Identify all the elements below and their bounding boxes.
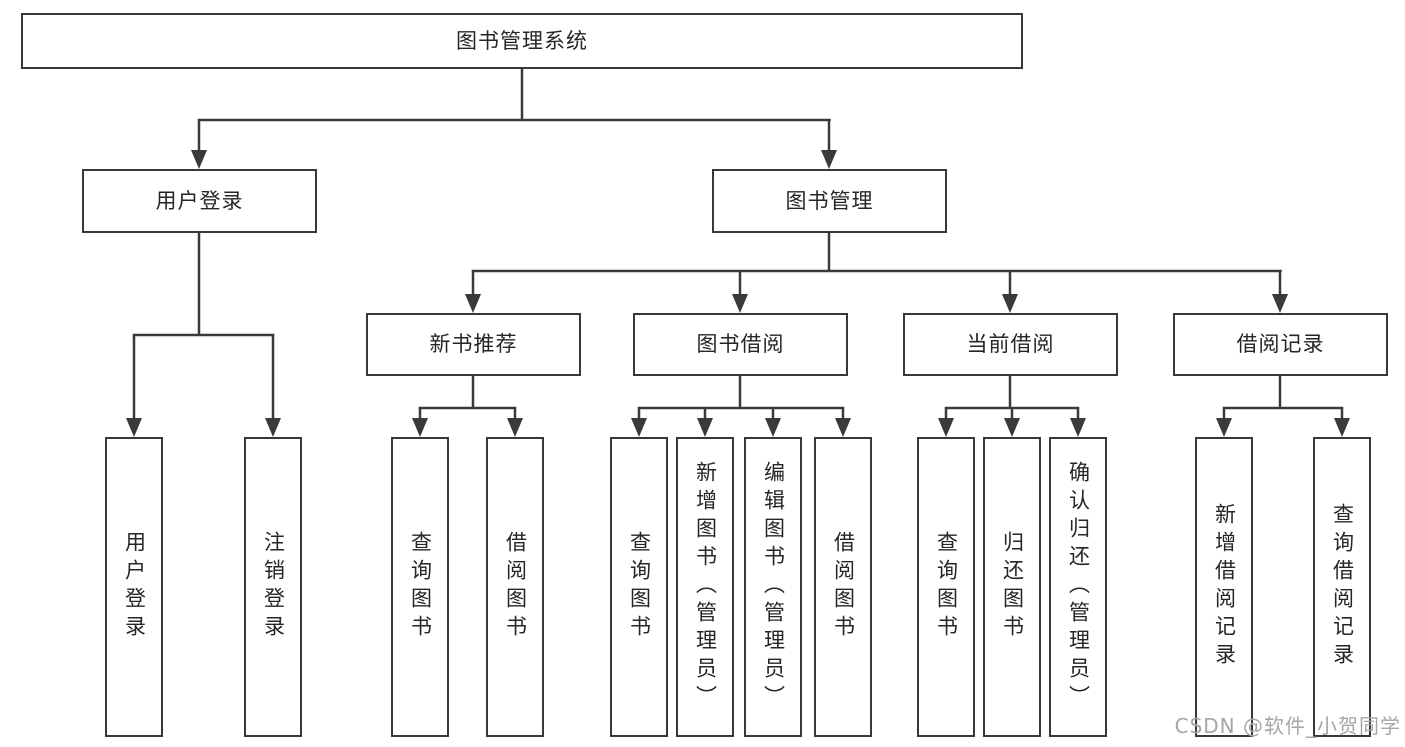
node-current-borrow: 当前借阅: [903, 313, 1118, 376]
leaf-add-book-admin-label: 新增图书（管理员）: [693, 461, 718, 713]
leaf-logout: 注销登录: [244, 437, 302, 737]
leaf-borrow-books-recommend-label: 借阅图书: [503, 531, 528, 643]
leaf-query-books-recommend: 查询图书: [391, 437, 449, 737]
leaf-borrow-books: 借阅图书: [814, 437, 872, 737]
leaf-borrow-books-label: 借阅图书: [831, 531, 856, 643]
leaf-query-books-current-label: 查询图书: [934, 531, 959, 643]
csdn-watermark: CSDN @软件_小贺同学: [1174, 714, 1401, 738]
leaf-query-books-borrow: 查询图书: [610, 437, 668, 737]
leaf-edit-book-admin-label: 编辑图书（管理员）: [761, 461, 786, 713]
leaf-return-book: 归还图书: [983, 437, 1041, 737]
leaf-borrow-books-recommend: 借阅图书: [486, 437, 544, 737]
node-new-book-recommend: 新书推荐: [366, 313, 581, 376]
leaf-add-borrow-record: 新增借阅记录: [1195, 437, 1253, 737]
node-borrow-records: 借阅记录: [1173, 313, 1388, 376]
leaf-confirm-return-admin-label: 确认归还（管理员）: [1066, 461, 1091, 713]
leaf-query-books-borrow-label: 查询图书: [627, 531, 652, 643]
leaf-add-book-admin: 新增图书（管理员）: [676, 437, 734, 737]
leaf-user-login-label: 用户登录: [122, 531, 147, 643]
leaf-query-borrow-record: 查询借阅记录: [1313, 437, 1371, 737]
leaf-query-books-current: 查询图书: [917, 437, 975, 737]
leaf-query-books-recommend-label: 查询图书: [408, 531, 433, 643]
leaf-return-book-label: 归还图书: [1000, 531, 1025, 643]
leaf-logout-label: 注销登录: [261, 531, 286, 643]
leaf-add-borrow-record-label: 新增借阅记录: [1212, 503, 1237, 671]
leaf-user-login: 用户登录: [105, 437, 163, 737]
node-library-management-system: 图书管理系统: [21, 13, 1023, 69]
node-book-management: 图书管理: [712, 169, 947, 233]
node-book-borrow: 图书借阅: [633, 313, 848, 376]
leaf-query-borrow-record-label: 查询借阅记录: [1330, 503, 1355, 671]
leaf-confirm-return-admin: 确认归还（管理员）: [1049, 437, 1107, 737]
leaf-edit-book-admin: 编辑图书（管理员）: [744, 437, 802, 737]
node-user-login: 用户登录: [82, 169, 317, 233]
